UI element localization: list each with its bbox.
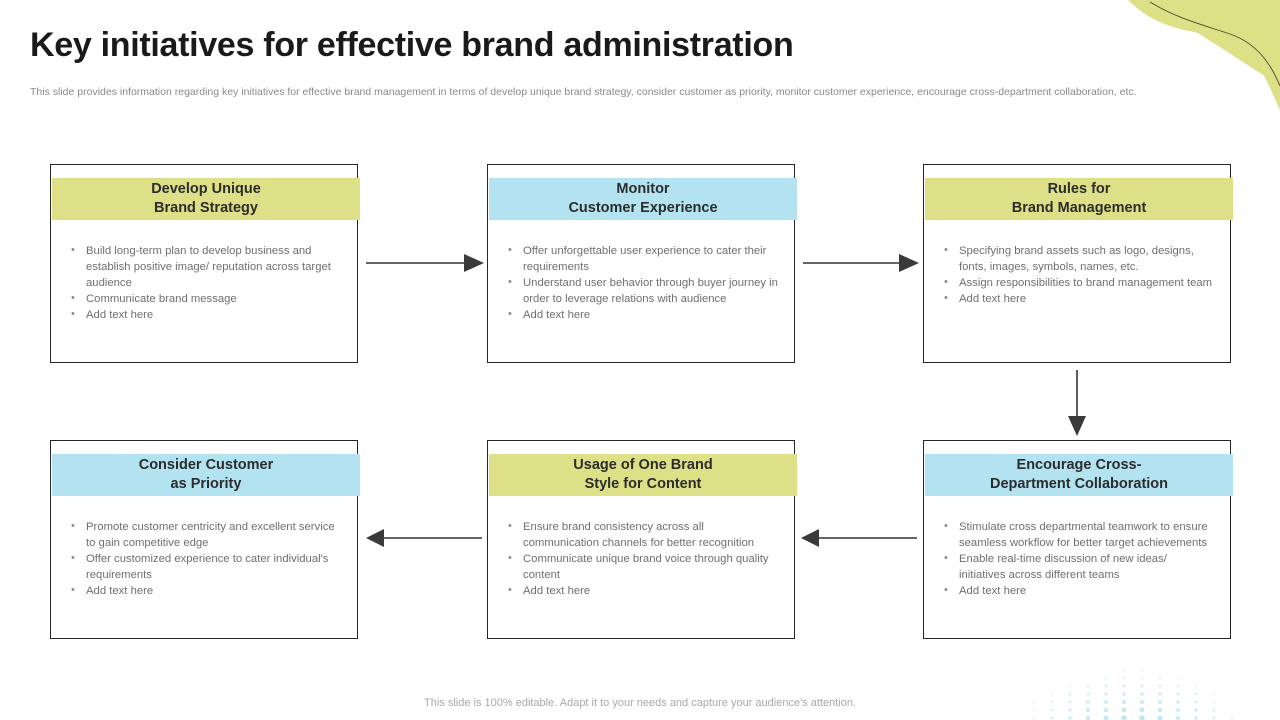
card-body: Ensure brand consistency across all comm… <box>488 503 794 599</box>
card-title-line2: Brand Strategy <box>154 200 258 216</box>
card-rules-for-brand-management[interactable]: Rules for Brand Management Specifying br… <box>923 164 1233 363</box>
bullet-item: Build long-term plan to develop business… <box>65 242 343 291</box>
bullet-list: Promote customer centricity and excellen… <box>65 518 343 599</box>
bullet-list: Stimulate cross departmental teamwork to… <box>938 518 1216 599</box>
card-encourage-cross-department-collaboration[interactable]: Encourage Cross- Department Collaboratio… <box>923 440 1233 639</box>
bullet-item: Offer unforgettable user experience to c… <box>502 242 780 275</box>
arrow-card5-to-card4-icon <box>366 529 482 547</box>
card-usage-of-one-brand-style-for-content[interactable]: Usage of One Brand Style for Content Ens… <box>487 440 797 639</box>
card-title-line2: Department Collaboration <box>989 476 1169 492</box>
bullet-item: Ensure brand consistency across all comm… <box>502 518 780 551</box>
card-title-line2: Brand Management <box>1011 200 1147 216</box>
bullet-list: Offer unforgettable user experience to c… <box>502 242 780 323</box>
card-title-line1: Rules for <box>1047 181 1111 197</box>
page-title: Key initiatives for effective brand admi… <box>30 26 794 64</box>
card-title-line2: Customer Experience <box>568 200 718 216</box>
arrow-card1-to-card2-icon <box>366 254 484 272</box>
bullet-item: Assign responsibilities to brand managem… <box>938 274 1216 291</box>
bullet-item: Add text here <box>65 306 343 323</box>
bullet-item: Add text here <box>502 582 780 599</box>
card-title-line1: Usage of One Brand <box>573 457 713 473</box>
card-header: Rules for Brand Management <box>925 178 1233 220</box>
bullet-item: Promote customer centricity and excellen… <box>65 518 343 551</box>
bullet-item: Enable real-time discussion of new ideas… <box>938 550 1216 583</box>
bullet-item: Add text here <box>502 306 780 323</box>
bullet-list: Build long-term plan to develop business… <box>65 242 343 323</box>
card-body: Stimulate cross departmental teamwork to… <box>924 503 1230 599</box>
card-header: Develop Unique Brand Strategy <box>52 178 360 220</box>
bullet-item: Add text here <box>938 582 1216 599</box>
bullet-list: Ensure brand consistency across all comm… <box>502 518 780 599</box>
bullet-item: Communicate brand message <box>65 290 343 307</box>
card-title-line1: Monitor <box>616 181 670 197</box>
decorative-halftone-dots <box>997 653 1269 720</box>
card-monitor-customer-experience[interactable]: Monitor Customer Experience Offer unforg… <box>487 164 797 363</box>
bullet-list: Specifying brand assets such as logo, de… <box>938 242 1216 307</box>
page-subtitle: This slide provides information regardin… <box>30 86 1137 98</box>
bullet-item: Offer customized experience to cater ind… <box>65 550 343 583</box>
arrow-card6-to-card5-icon <box>801 529 917 547</box>
card-header: Usage of One Brand Style for Content <box>489 454 797 496</box>
card-title-line1: Develop Unique <box>151 181 261 197</box>
card-header: Monitor Customer Experience <box>489 178 797 220</box>
bullet-item: Understand user behavior through buyer j… <box>502 274 780 307</box>
card-develop-unique-brand-strategy[interactable]: Develop Unique Brand Strategy Build long… <box>50 164 360 363</box>
bullet-item: Stimulate cross departmental teamwork to… <box>938 518 1216 551</box>
card-title-line1: Encourage Cross- <box>1016 457 1142 473</box>
card-consider-customer-as-priority[interactable]: Consider Customer as Priority Promote cu… <box>50 440 360 639</box>
card-body: Promote customer centricity and excellen… <box>51 503 357 599</box>
bullet-item: Add text here <box>65 582 343 599</box>
arrow-card2-to-card3-icon <box>803 254 919 272</box>
arrow-card3-to-card6-icon <box>1068 370 1086 436</box>
footer-note: This slide is 100% editable. Adapt it to… <box>424 697 856 709</box>
bullet-item: Add text here <box>938 290 1216 307</box>
card-header: Consider Customer as Priority <box>52 454 360 496</box>
card-title-line2: Style for Content <box>584 476 702 492</box>
card-body: Specifying brand assets such as logo, de… <box>924 227 1230 307</box>
card-title-line2: as Priority <box>170 476 242 492</box>
card-header: Encourage Cross- Department Collaboratio… <box>925 454 1233 496</box>
card-body: Build long-term plan to develop business… <box>51 227 357 323</box>
bullet-item: Communicate unique brand voice through q… <box>502 550 780 583</box>
bullet-item: Specifying brand assets such as logo, de… <box>938 242 1216 275</box>
card-title-line1: Consider Customer <box>138 457 274 473</box>
card-body: Offer unforgettable user experience to c… <box>488 227 794 323</box>
